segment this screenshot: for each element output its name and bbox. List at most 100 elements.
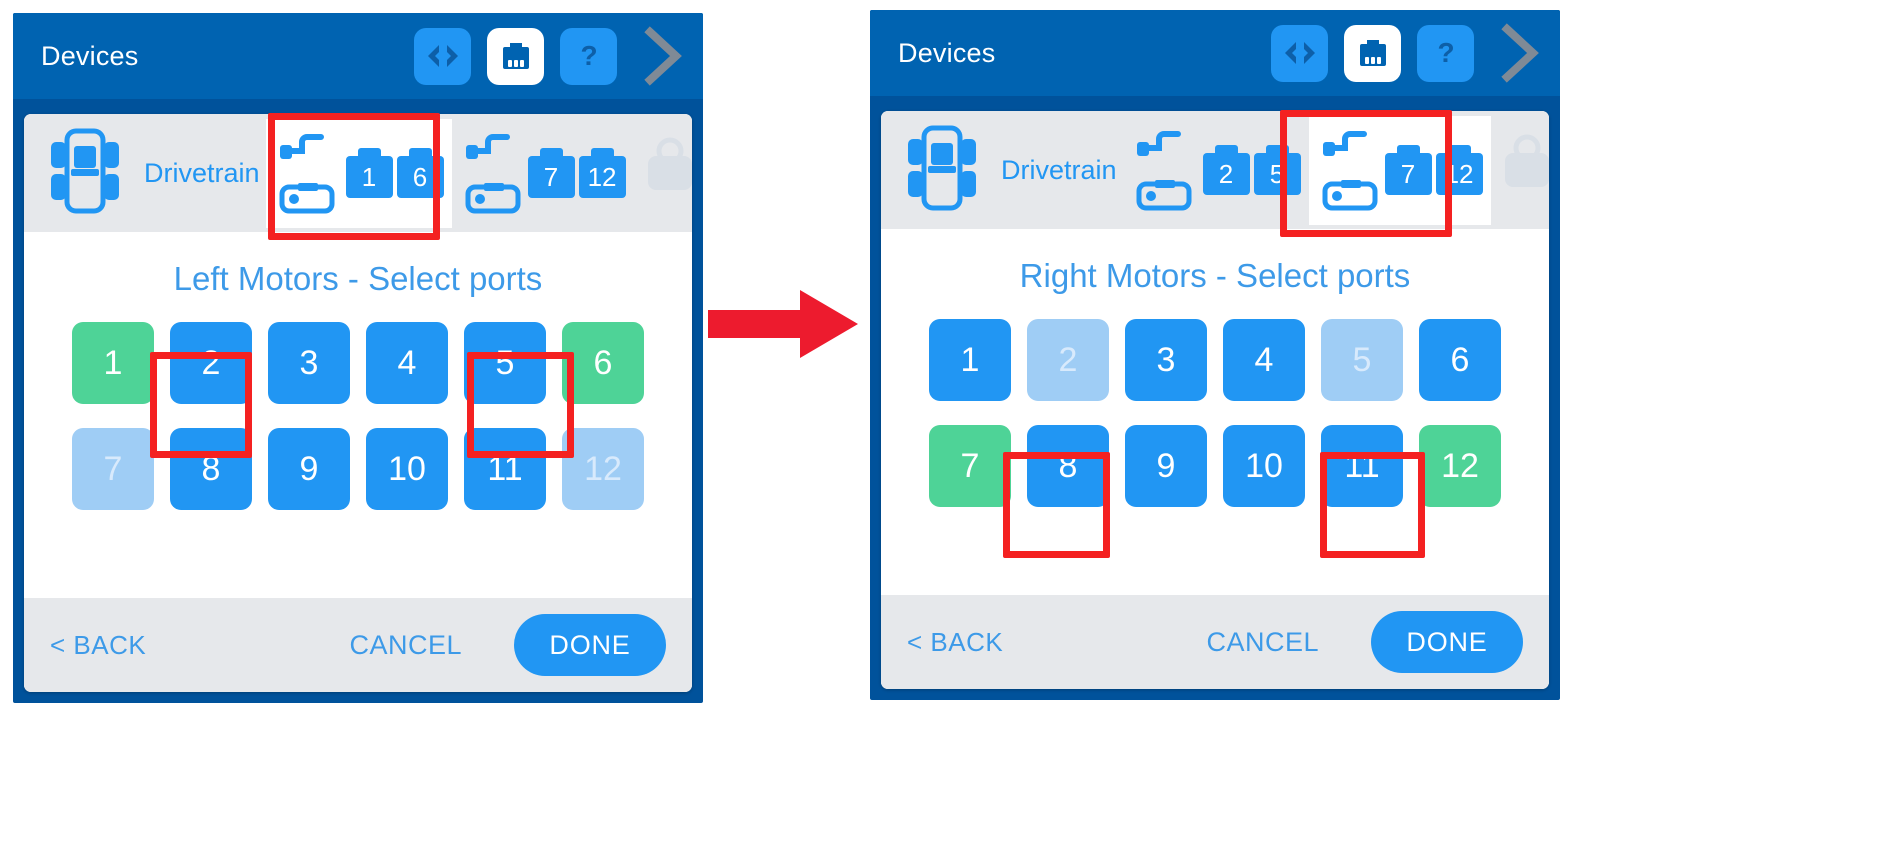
right-motors-group[interactable]: 7 12 [452, 119, 634, 228]
port-button-9[interactable]: 9 [268, 428, 350, 510]
cancel-button[interactable]: CANCEL [1206, 626, 1319, 657]
port-button-1[interactable]: 1 [72, 322, 154, 404]
brain-hub-icon[interactable] [899, 121, 985, 220]
page-prompt: Right Motors - Select ports [1019, 257, 1411, 294]
port-button-11[interactable]: 11 [1321, 425, 1403, 507]
port-button-3[interactable]: 3 [1125, 319, 1207, 401]
chip-label: 7 [527, 156, 575, 198]
left-card-footer: < BACK CANCEL DONE [24, 598, 692, 692]
port-button-4[interactable]: 4 [366, 322, 448, 404]
left-motor-icon [1131, 122, 1199, 219]
chip-label: 12 [578, 156, 626, 198]
left-card-body: Left Motors - Select ports 1 2 3 4 5 6 7… [24, 232, 692, 598]
step-flow-arrow [708, 288, 860, 360]
chip-nub [408, 148, 432, 158]
left-panel-topbar: Devices ? [13, 13, 703, 99]
chip-label: 6 [396, 156, 444, 198]
chip-nub [590, 148, 614, 158]
chip-nub [1265, 145, 1289, 155]
left-motors-group[interactable]: 2 5 [1123, 116, 1309, 225]
done-button[interactable]: DONE [1371, 611, 1523, 673]
port-button-3[interactable]: 3 [268, 322, 350, 404]
port-chip: 7 [527, 148, 575, 198]
port-chip: 2 [1202, 145, 1250, 195]
port-button-9[interactable]: 9 [1125, 425, 1207, 507]
help-question-icon[interactable]: ? [1417, 24, 1474, 82]
chip-label: 1 [345, 156, 393, 198]
add-device-icon [642, 136, 692, 211]
left-panel: Devices ? [13, 13, 703, 703]
right-motors-group[interactable]: 7 12 [1308, 115, 1491, 225]
port-button-5[interactable]: 5 [1321, 319, 1403, 401]
chip-nub [1447, 145, 1471, 155]
chip-label: 2 [1202, 153, 1250, 195]
port-button-4[interactable]: 4 [1223, 319, 1305, 401]
page-title: Devices [898, 37, 996, 68]
port-chip: 7 [1384, 145, 1432, 195]
port-row: 7 8 9 10 11 12 [64, 428, 652, 510]
svg-text:?: ? [1437, 37, 1454, 68]
port-chip: 5 [1253, 145, 1301, 195]
cancel-button[interactable]: CANCEL [349, 629, 462, 660]
chevron-right-icon[interactable] [1490, 23, 1550, 83]
port-chip: 6 [396, 148, 444, 198]
port-button-2[interactable]: 2 [1027, 319, 1109, 401]
port-button-6[interactable]: 6 [562, 322, 644, 404]
port-button-8[interactable]: 8 [170, 428, 252, 510]
port-row: 7 8 9 10 11 12 [921, 425, 1509, 507]
port-button-7[interactable]: 7 [72, 428, 154, 510]
port-chip: 1 [345, 148, 393, 198]
svg-text:?: ? [580, 40, 597, 71]
port-grid: 1 2 3 4 5 6 7 8 9 10 11 12 [881, 319, 1549, 507]
help-question-icon[interactable]: ? [560, 27, 617, 85]
chip-label: 5 [1253, 153, 1301, 195]
right-motor-icon [1317, 122, 1381, 219]
device-strip: Drivetrain 2 [881, 111, 1549, 229]
back-button[interactable]: < BACK [907, 626, 1004, 657]
right-card-body: Right Motors - Select ports 1 2 3 4 5 6 … [881, 229, 1549, 595]
chip-label: 7 [1384, 153, 1432, 195]
back-button[interactable]: < BACK [50, 629, 147, 660]
brain-device-icon[interactable] [487, 27, 544, 85]
brain-hub-icon[interactable] [42, 124, 128, 223]
chip-nub [539, 148, 563, 158]
port-grid: 1 2 3 4 5 6 7 8 9 10 11 12 [24, 322, 692, 510]
left-port-dialog: Drivetrain 1 [24, 114, 692, 692]
port-row: 1 2 3 4 5 6 [64, 322, 652, 404]
left-motor-icon [274, 125, 342, 222]
port-button-10[interactable]: 10 [366, 428, 448, 510]
chevron-right-icon[interactable] [633, 26, 693, 86]
port-button-8[interactable]: 8 [1027, 425, 1109, 507]
right-motor-icon [460, 125, 524, 222]
port-button-12[interactable]: 12 [562, 428, 644, 510]
port-row: 1 2 3 4 5 6 [921, 319, 1509, 401]
port-button-12[interactable]: 12 [1419, 425, 1501, 507]
port-button-7[interactable]: 7 [929, 425, 1011, 507]
done-button[interactable]: DONE [514, 614, 666, 676]
port-button-10[interactable]: 10 [1223, 425, 1305, 507]
right-card-footer: < BACK CANCEL DONE [881, 595, 1549, 689]
port-button-2[interactable]: 2 [170, 322, 252, 404]
port-button-1[interactable]: 1 [929, 319, 1011, 401]
port-chip: 12 [578, 148, 626, 198]
add-device-icon [1499, 133, 1549, 208]
port-button-11[interactable]: 11 [464, 428, 546, 510]
right-port-dialog: Drivetrain 2 [881, 111, 1549, 689]
device-strip-label: Drivetrain [144, 157, 260, 188]
add-device-group[interactable]: + [1491, 127, 1549, 214]
device-strip: Drivetrain 1 [24, 114, 692, 232]
left-motors-group[interactable]: 1 6 [265, 118, 452, 228]
port-button-5[interactable]: 5 [464, 322, 546, 404]
chip-nub [357, 148, 381, 158]
add-device-group[interactable]: + [634, 130, 692, 217]
page-title: Devices [41, 40, 139, 71]
code-brackets-icon[interactable] [414, 27, 471, 85]
chip-nub [1214, 145, 1238, 155]
code-brackets-icon[interactable] [1271, 24, 1328, 82]
right-panel: Devices ? [870, 10, 1560, 700]
port-button-6[interactable]: 6 [1419, 319, 1501, 401]
brain-device-icon[interactable] [1344, 24, 1401, 82]
device-strip-label: Drivetrain [1001, 154, 1117, 185]
port-chip: 12 [1435, 145, 1483, 195]
